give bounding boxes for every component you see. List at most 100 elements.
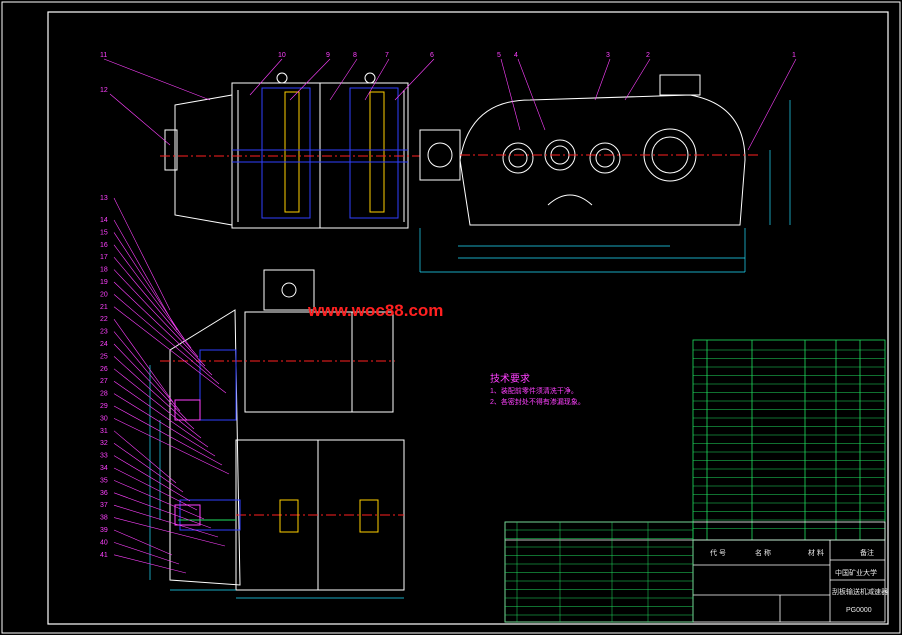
tech-req-line-2: 2、各密封处不得有渗漏现象。 — [490, 397, 585, 406]
leader-line — [109, 93, 171, 146]
dimension-lines-top — [419, 100, 791, 273]
part-number-label: 37 — [100, 502, 108, 509]
title-header-code: 代 号 — [710, 548, 726, 557]
title-header-name: 名 称 — [755, 548, 771, 557]
leader-line — [113, 480, 205, 520]
part-number-label: 20 — [100, 291, 108, 298]
bom-table-rows — [693, 349, 885, 529]
leader-line — [113, 269, 206, 367]
part-number-label: 27 — [100, 378, 108, 385]
part-number-label: 2 — [646, 52, 650, 59]
section-dimensions — [149, 365, 404, 599]
part-number-label: 23 — [100, 329, 108, 336]
leader-line — [364, 58, 390, 101]
leader-line — [329, 58, 358, 101]
leader-line — [113, 232, 185, 340]
part-number-label: 41 — [100, 552, 108, 559]
part-number-label: 33 — [100, 453, 108, 460]
title-header-remark: 备注 — [860, 548, 874, 557]
part-numbers-top: 11 10 9 8 7 6 5 4 3 2 1 12 — [100, 52, 796, 94]
leader-line — [113, 442, 184, 493]
part-number-label: 31 — [100, 428, 108, 435]
leader-line — [113, 319, 174, 403]
leader-line — [113, 368, 202, 439]
leader-line — [113, 430, 177, 484]
top-right-view — [419, 74, 760, 226]
leader-line — [113, 331, 181, 412]
part-number-label: 13 — [100, 195, 108, 202]
leader-line — [113, 393, 216, 457]
leader-line — [394, 58, 435, 101]
part-number-label: 9 — [326, 52, 330, 59]
part-number-label: 16 — [100, 242, 108, 249]
part-number-label: 21 — [100, 304, 108, 311]
part-number-label: 3 — [606, 52, 610, 59]
part-number-label: 32 — [100, 440, 108, 447]
leader-line — [624, 58, 651, 101]
leader-line — [249, 58, 283, 96]
part-number-label: 26 — [100, 366, 108, 373]
leader-line — [113, 244, 192, 349]
part-number-label: 39 — [100, 527, 108, 534]
part-numbers-side: 13 14 15 16 17 18 19 20 21 22 23 24 25 26 27 28 29 30 31 32… — [100, 195, 108, 559]
leader-line — [113, 306, 227, 394]
part-number-label: 11 — [100, 52, 107, 59]
bom-table — [692, 339, 886, 541]
leader-line — [113, 356, 195, 430]
part-number-label: 8 — [353, 52, 357, 59]
part-number-label: 1 — [792, 52, 796, 59]
leader-line — [517, 58, 546, 131]
tech-req-title: 技术要求 — [490, 372, 530, 385]
part-number-label: 7 — [385, 52, 389, 59]
part-number-label: 15 — [100, 229, 108, 236]
part-number-label: 18 — [100, 267, 108, 274]
part-number-label: 22 — [100, 316, 108, 323]
leader-lines — [103, 58, 797, 574]
leader-line — [113, 281, 213, 376]
part-number-label: 14 — [100, 217, 108, 224]
title-drawing-no: PG0000 — [846, 607, 872, 614]
leader-line — [113, 455, 191, 502]
leader-line — [113, 529, 173, 556]
leader-line — [113, 294, 220, 385]
leader-line — [113, 492, 212, 529]
part-number-label: 6 — [430, 52, 434, 59]
part-number-label: 36 — [100, 490, 108, 497]
leader-line — [500, 58, 521, 131]
watermark: www.woc88.com — [307, 301, 443, 320]
part-number-label: 10 — [278, 52, 286, 59]
part-number-label: 38 — [100, 515, 108, 522]
leader-line — [113, 380, 209, 448]
part-number-label: 40 — [100, 539, 108, 546]
leader-line — [113, 343, 188, 421]
leader-line — [113, 504, 219, 538]
leader-line — [113, 405, 223, 466]
part-number-label: 30 — [100, 415, 108, 422]
leader-line — [113, 517, 226, 547]
leader-line — [113, 418, 230, 475]
title-header-material: 材 料 — [808, 548, 824, 557]
frame-border — [47, 11, 889, 625]
top-left-view — [160, 72, 420, 229]
part-number-label: 35 — [100, 477, 108, 484]
part-number-label: 25 — [100, 353, 108, 360]
leader-line — [113, 219, 178, 331]
part-number-label: 4 — [514, 52, 518, 59]
part-number-label: 12 — [100, 87, 108, 94]
title-school: 中国矿业大学 — [835, 568, 877, 577]
part-number-label: 34 — [100, 465, 108, 472]
part-number-label: 24 — [100, 341, 108, 348]
part-number-label: 19 — [100, 279, 108, 286]
part-number-label: 28 — [100, 391, 108, 398]
parts-list-lower — [504, 521, 694, 623]
tech-req-line-1: 1、装配前零件须清洗干净。 — [490, 386, 578, 395]
part-number-label: 17 — [100, 254, 108, 261]
part-number-label: 29 — [100, 403, 108, 410]
leader-line — [113, 554, 187, 574]
part-number-label: 5 — [497, 52, 501, 59]
leader-line — [747, 58, 797, 151]
leader-line — [113, 542, 180, 565]
